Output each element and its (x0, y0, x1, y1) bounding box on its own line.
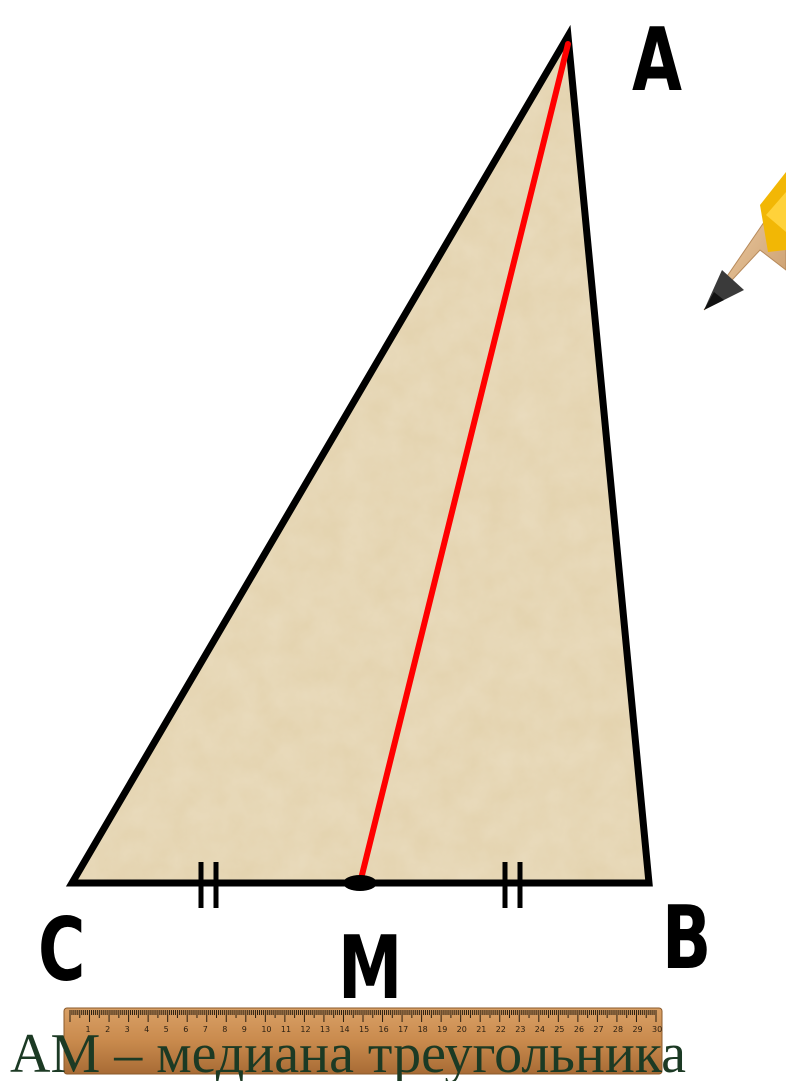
ruler-number: 19 (437, 1025, 447, 1034)
ruler-number: 30 (652, 1025, 662, 1034)
ruler-number: 25 (554, 1025, 564, 1034)
tick-marks-mb (502, 862, 523, 908)
ruler-number: 16 (379, 1025, 389, 1034)
ruler-number: 5 (164, 1025, 169, 1034)
ruler-number: 27 (593, 1025, 603, 1034)
vertex-label-b: B (662, 888, 711, 989)
pencil-icon (703, 172, 786, 311)
ruler-number: 20 (457, 1025, 467, 1034)
median-am (357, 41, 571, 886)
midpoint-m-dot (343, 875, 377, 891)
ruler-number: 1 (86, 1025, 91, 1034)
ruler-number: 7 (203, 1025, 208, 1034)
vertex-label-a: A (632, 10, 682, 111)
ruler-number: 3 (125, 1025, 130, 1034)
caption-text: AM – медиана треугольника (10, 1023, 686, 1081)
ruler-number: 2 (105, 1025, 110, 1034)
ruler-number: 22 (496, 1025, 506, 1034)
tick-marks-cm (198, 862, 219, 908)
ruler-number: 8 (222, 1025, 227, 1034)
ruler-number: 21 (476, 1025, 486, 1034)
ruler-number: 6 (183, 1025, 188, 1034)
ruler-number: 23 (515, 1025, 525, 1034)
ruler-number: 17 (398, 1025, 408, 1034)
vertex-label-m: M (338, 918, 402, 1019)
ruler-number: 29 (632, 1025, 642, 1034)
ruler-number: 24 (535, 1025, 545, 1034)
ruler-number: 15 (359, 1025, 369, 1034)
ruler-number: 14 (339, 1025, 349, 1034)
ruler-number: 28 (613, 1025, 623, 1034)
ruler-number: 10 (261, 1025, 271, 1034)
triangle-texture (72, 36, 649, 883)
ruler-number: 26 (574, 1025, 584, 1034)
vertex-label-c: C (38, 900, 85, 1001)
ruler-number: 9 (242, 1025, 247, 1034)
ruler-number: 18 (418, 1025, 428, 1034)
ruler-number: 13 (320, 1025, 330, 1034)
ruler-number: 12 (300, 1025, 310, 1034)
ruler-number: 11 (281, 1025, 291, 1034)
ruler-number: 4 (144, 1025, 149, 1034)
